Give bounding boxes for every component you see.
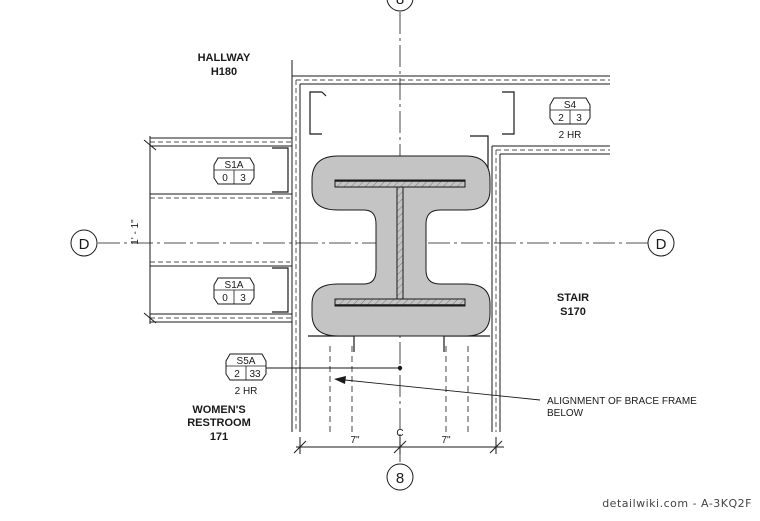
grid-bubble-right: D [647,229,675,257]
note-line1: ALIGNMENT OF BRACE FRAME [547,396,697,407]
wall-tag-s4: S4 2 3 2 HR [549,97,591,141]
centerline-symbol: C [396,428,403,439]
room-number: 171 [210,431,228,443]
room-name: STAIR [557,292,589,304]
room-name-line1: WOMEN'S [192,404,245,416]
room-number: H180 [211,66,237,78]
room-label-stair: STAIR S170 [557,292,589,318]
wall-tag-left: 2 [234,369,240,380]
column-web [396,186,404,300]
wall-dashed-lines [150,79,610,432]
brace-frame-note: ALIGNMENT OF BRACE FRAME BELOW [547,396,697,419]
wall-tag-right: 3 [240,293,246,304]
grid-bubble-right-label: D [656,236,667,253]
wall-tag-type: S1A [225,160,244,171]
wall-tag-rating: 2 HR [235,386,258,397]
dimension-horizontal [293,437,504,454]
room-label-womens-restroom: WOMEN'S RESTROOM 171 [187,404,251,443]
wall-tag-type: S5A [237,356,256,367]
grid-bubble-bottom-label: 8 [396,470,404,487]
wall-tag-type: S4 [564,100,577,111]
leader-dot [397,365,403,371]
steel-column [334,179,466,307]
fireproofing-board-lines [335,180,465,306]
wall-tag-left: 0 [222,293,228,304]
grid-bubble-top-label: 8 [396,0,404,8]
wall-tag-s5a: S5A 2 33 2 HR [225,353,267,397]
wall-tag-type: S1A [225,280,244,291]
room-label-hallway: HALLWAY H180 [198,52,251,78]
grid-bubble-left-label: D [79,236,90,253]
wall-tag-left: 2 [558,113,564,124]
wall-tag-right: 33 [249,369,261,380]
dimension-right-label: 7" [441,435,451,446]
grid-bubble-left: D [70,229,98,257]
watermark: detailwiki.com - A-3KQ2F [602,497,752,510]
wall-tag-rating: 2 HR [559,130,582,141]
room-number: S170 [560,306,586,318]
dimension-vertical-label: 1' - 1" [130,219,141,245]
wall-tag-s1a-lower: S1A 0 3 [213,277,255,305]
grid-bubble-bottom: 8 [386,463,414,491]
room-name-line2: RESTROOM [187,417,251,429]
room-name: HALLWAY [198,52,251,64]
grid-bubble-top: 8 [386,0,414,12]
wall-tag-right: 3 [240,173,246,184]
wall-tag-s1a-upper: S1A 0 3 [213,157,255,185]
brace-alignment-lines [329,346,469,432]
leader-arrow [334,376,346,384]
dimension-vertical [143,136,157,324]
wall-tag-right: 3 [576,113,582,124]
wall-tag-left: 0 [222,173,228,184]
wall-lines [150,60,610,432]
leaders [266,367,541,401]
note-line2: BELOW [547,408,584,419]
dimension-left-label: 7" [350,435,360,446]
